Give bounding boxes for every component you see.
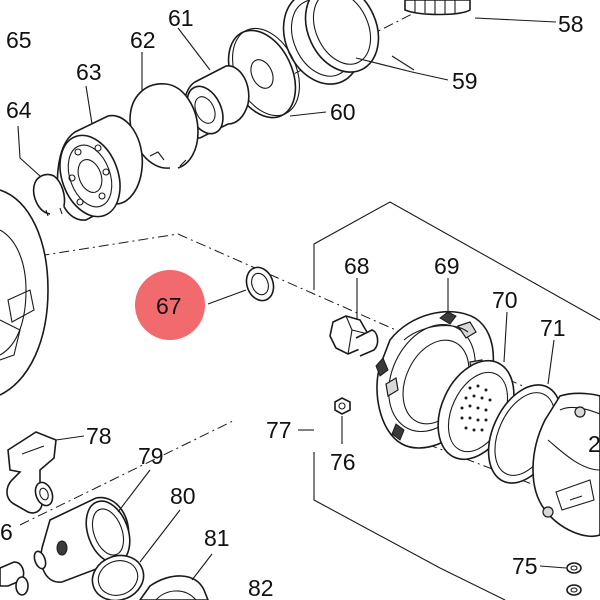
callout-62: 62 [130,27,156,53]
part-78-graphic [6,431,57,514]
callout-68: 68 [344,253,370,279]
part-76-graphic [334,397,351,415]
callout-2: 2 [588,431,600,457]
part-64-graphic [32,173,66,217]
callout-67: 67 [156,293,182,319]
highlight-circle [135,270,205,340]
callout-65: 65 [6,27,32,53]
part-81-graphic [139,575,209,600]
part-75-graphic [566,562,582,596]
callout-71: 71 [540,315,566,341]
part-59-graphic [282,0,380,85]
callout-6: 6 [0,519,13,545]
callout-61: 61 [168,5,194,31]
callout-labels: 58 59 60 61 62 63 64 65 67 68 69 70 71 7… [0,5,600,600]
part-6-graphic [0,550,47,596]
housing-partial-right [532,392,600,537]
callout-70: 70 [492,287,518,313]
callout-58: 58 [558,11,584,37]
callout-78: 78 [86,423,112,449]
callout-79: 79 [138,443,164,469]
callout-80: 80 [170,483,196,509]
part-58-graphic [404,0,471,16]
part-68-graphic [329,315,379,357]
callout-60: 60 [330,99,356,125]
callout-82: 82 [248,575,274,600]
callout-64: 64 [6,97,32,123]
callout-81: 81 [204,525,230,551]
housing-partial-left [0,189,49,396]
leader-lines [17,17,567,581]
callout-76: 76 [330,449,356,475]
part-77-bracket [298,201,600,600]
part-67-graphic [245,266,275,302]
callout-77: 77 [266,417,292,443]
callout-69: 69 [434,253,460,279]
part-63-graphic [56,114,144,221]
callout-59: 59 [452,68,478,94]
callout-75: 75 [512,553,538,579]
callout-63: 63 [76,59,102,85]
part-80-graphic [91,554,145,600]
